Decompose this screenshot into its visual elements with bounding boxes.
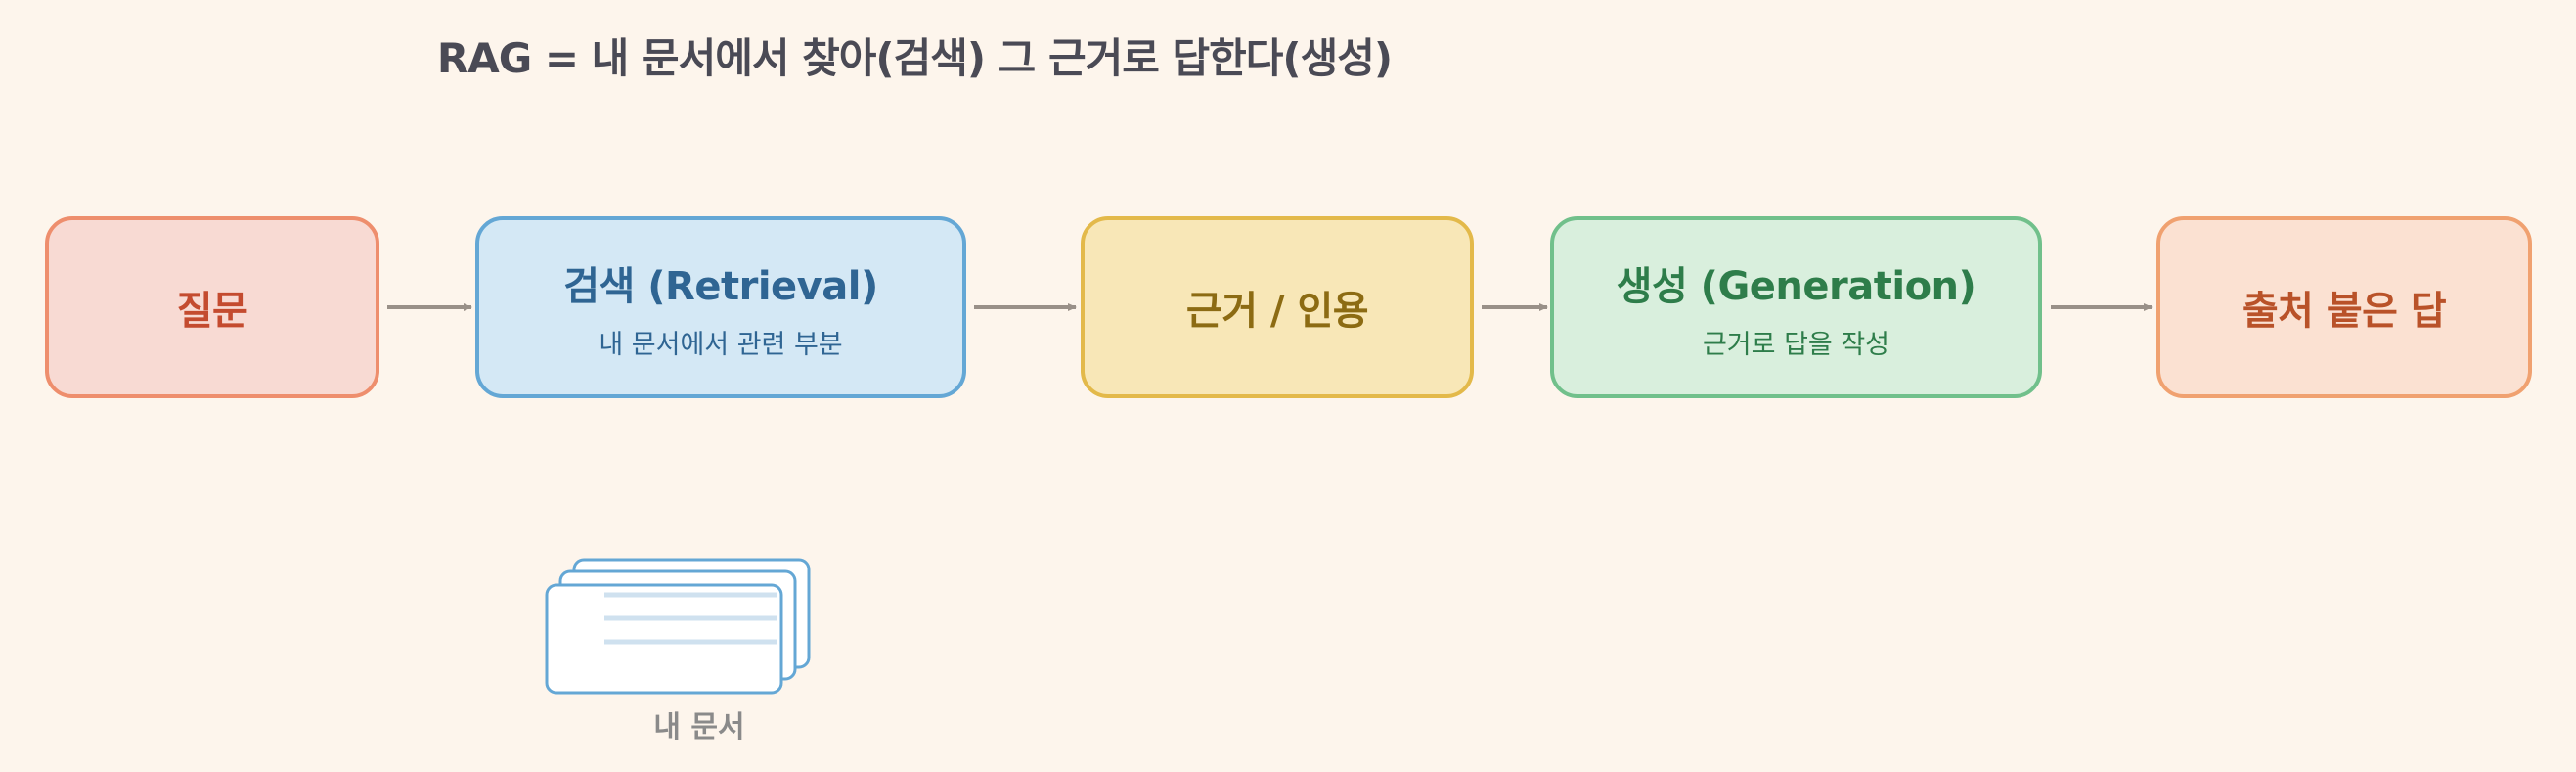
node-answer: 출처 붙은 답: [2156, 216, 2532, 398]
node-question-label: 질문: [176, 289, 248, 334]
node-evidence: 근거 / 인용: [1081, 216, 1474, 398]
documents-label: 내 문서: [653, 710, 745, 745]
stacked-documents-icon: [545, 558, 811, 695]
node-question: 질문: [45, 216, 379, 398]
node-retrieval: 검색 (Retrieval) 내 문서에서 관련 부분: [475, 216, 966, 398]
node-generation: 생성 (Generation) 근거로 답을 작성: [1550, 216, 2042, 398]
node-generation-sublabel: 근거로 답을 작성: [1702, 329, 1890, 360]
diagram-title: RAG = 내 문서에서 찾아(검색) 그 근거로 답한다(생성): [436, 34, 1393, 82]
node-retrieval-label: 검색 (Retrieval): [563, 263, 878, 309]
node-generation-label: 생성 (Generation): [1616, 263, 1976, 309]
node-retrieval-sublabel: 내 문서에서 관련 부분: [599, 329, 843, 360]
node-answer-label: 출처 붙은 답: [2242, 289, 2447, 334]
node-evidence-label: 근거 / 인용: [1185, 289, 1369, 334]
